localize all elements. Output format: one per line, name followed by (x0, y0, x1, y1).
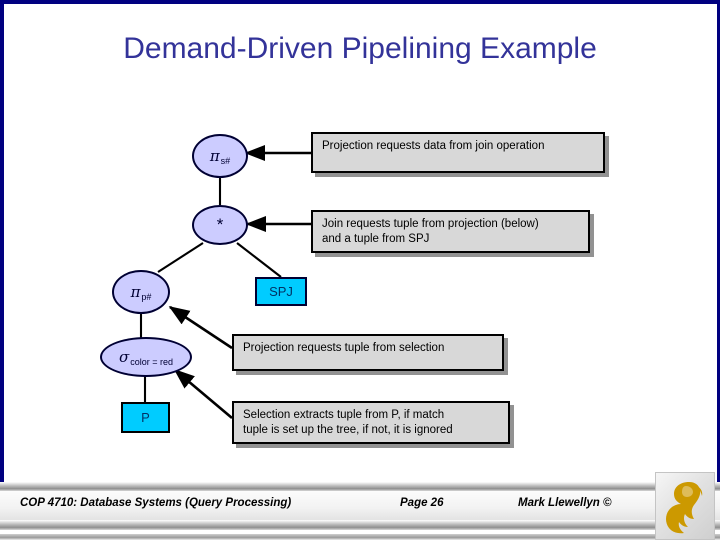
callout-projection-selection: Projection requests tuple from selection (232, 334, 504, 371)
callout-line: Selection extracts tuple from P, if matc… (243, 409, 445, 421)
slide-border-right (717, 0, 720, 482)
node-projection-p[interactable]: πp# (112, 270, 170, 314)
callout-line: Projection requests tuple from selection (243, 342, 445, 354)
diagram-edges (139, 144, 311, 419)
node-relation-spj-label: SPJ (269, 284, 293, 299)
node-relation-p[interactable]: P (121, 402, 170, 433)
edge-join-to-spj (236, 242, 282, 278)
footer-divider-bottom (0, 534, 720, 540)
node-join[interactable]: * (192, 205, 248, 245)
footer-author-label: Mark Llewellyn © (518, 497, 612, 509)
callout-line: tuple is set up the tree, if not, it is … (243, 424, 453, 436)
pegasus-logo (655, 472, 715, 540)
callout-line: and a tuple from SPJ (322, 233, 430, 245)
callout-join: Join requests tuple from projection (bel… (311, 210, 590, 253)
callout-projection-join: Projection requests data from join opera… (311, 132, 605, 173)
node-projection-p-subscript: p# (141, 291, 152, 302)
page-title: Demand-Driven Pipelining Example (123, 32, 597, 65)
slide-border-left (0, 0, 4, 482)
node-projection-s[interactable]: πs# (192, 134, 248, 178)
callout-line: Join requests tuple from projection (bel… (322, 218, 539, 230)
footer-divider-middle (0, 520, 720, 530)
node-selection-subscript: color = red (130, 356, 174, 367)
node-selection-label: σcolor = red (118, 347, 174, 367)
node-relation-p-label: P (141, 410, 150, 425)
node-projection-p-label: πp# (130, 282, 152, 302)
footer-band (0, 491, 720, 520)
query-tree-diagram: πs# * πp# σcolor = red P SPJ Projection … (100, 132, 605, 444)
arrow-callout-projection-selection (168, 305, 233, 350)
footer-divider-top (0, 482, 720, 491)
node-join-label: * (216, 215, 224, 234)
node-selection[interactable]: σcolor = red (100, 337, 192, 377)
node-projection-s-label: πs# (209, 146, 231, 166)
node-projection-s-subscript: s# (220, 155, 231, 166)
slide-border-top (0, 0, 720, 4)
footer-page-number: Page 26 (400, 497, 444, 509)
arrow-callout-selection (173, 368, 233, 419)
node-relation-spj[interactable]: SPJ (255, 277, 307, 306)
slide-footer: COP 4710: Database Systems (Query Proces… (0, 482, 720, 540)
callout-line: Projection requests data from join opera… (322, 140, 545, 152)
footer-course-label: COP 4710: Database Systems (Query Proces… (20, 497, 292, 509)
edge-join-to-projp (157, 242, 204, 273)
callout-selection: Selection extracts tuple from P, if matc… (232, 401, 510, 444)
